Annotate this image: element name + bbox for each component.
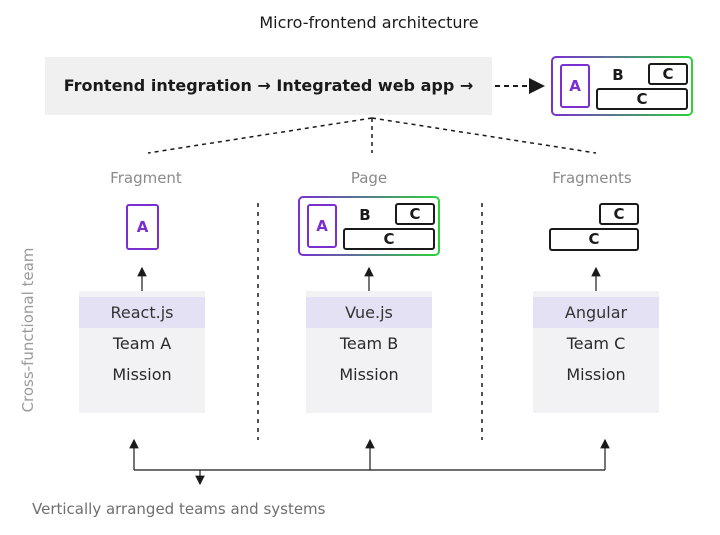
team-c-tech: Angular: [533, 297, 659, 328]
fan-line-right: [371, 117, 597, 154]
team-b-tech: Vue.js: [306, 297, 432, 328]
page-fragment-a: A: [307, 204, 337, 248]
team-card-c: Angular Team C Mission: [533, 291, 659, 413]
composite-fragment-c-wide: C: [596, 88, 688, 110]
team-b-name: Team B: [339, 334, 399, 353]
composite-fragment-b: B: [612, 66, 624, 84]
integrated-app-composite: A B C C: [551, 56, 693, 116]
composite-fragment-c-small: C: [648, 63, 688, 85]
team-a-name: Team A: [112, 334, 172, 353]
team-c-mission: Mission: [566, 365, 626, 384]
team-c-name: Team C: [566, 334, 626, 353]
fragment-a: A: [126, 204, 159, 250]
page-fragment-c-wide: C: [343, 228, 435, 250]
team-a-mission: Mission: [112, 365, 172, 384]
column-label-fragment: Fragment: [110, 169, 182, 187]
fragment-c-wide: C: [549, 228, 639, 251]
fan-line-left: [147, 117, 373, 154]
side-label-cross-functional: Cross-functional team: [19, 247, 37, 413]
team-card-a: React.js Team A Mission: [79, 291, 205, 413]
page-fragment-c-small: C: [395, 203, 435, 225]
integration-bar: [45, 57, 492, 115]
bottom-label-vertical-teams: Vertically arranged teams and systems: [32, 500, 326, 518]
diagram-title: Micro-frontend architecture: [259, 13, 479, 32]
team-b-mission: Mission: [339, 365, 399, 384]
column-label-page: Page: [350, 169, 388, 187]
team-card-b: Vue.js Team B Mission: [306, 291, 432, 413]
column-label-fragments: Fragments: [552, 169, 632, 187]
team-a-tech: React.js: [79, 297, 205, 328]
integration-text: Frontend integration → Integrated web ap…: [63, 76, 474, 95]
fragment-c-small: C: [599, 203, 639, 225]
composite-fragment-a: A: [560, 64, 590, 108]
page-composite: A B C C: [298, 196, 440, 256]
page-fragment-b: B: [359, 206, 371, 224]
